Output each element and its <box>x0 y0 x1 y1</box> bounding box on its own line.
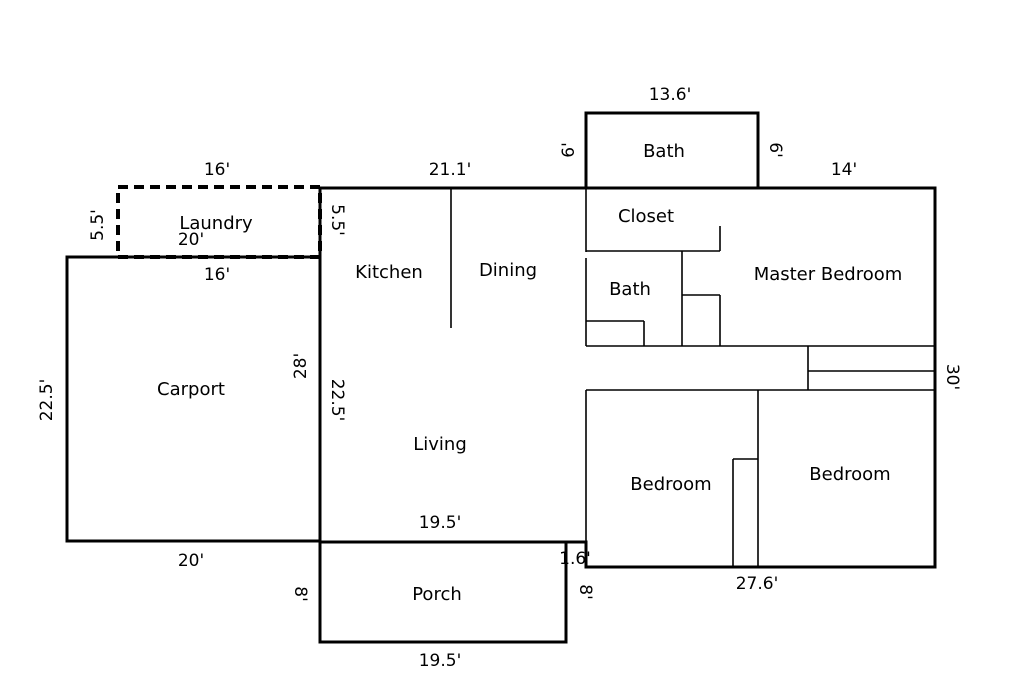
dim-laundry-bottom: 16' <box>204 265 230 285</box>
dim-laundry-top: 16' <box>204 160 230 180</box>
carport-wall <box>65 255 322 543</box>
house-outline-wall <box>318 186 937 569</box>
dim-bath-top-left: 6' <box>559 142 579 158</box>
dim-porch-top: 19.5' <box>419 513 462 533</box>
dim-top-right: 14' <box>831 160 857 180</box>
dim-bath-top-width: 13.6' <box>649 85 692 105</box>
top-bath-label: Bath <box>643 141 685 162</box>
dim-porch-left: 8' <box>290 586 310 602</box>
porch-label: Porch <box>412 584 462 605</box>
dim-right-side: 30' <box>942 364 962 390</box>
master-bedroom-label: Master Bedroom <box>754 264 903 285</box>
dim-laundry-right: 5.5' <box>327 204 347 236</box>
dim-living-left: 22.5' <box>327 379 347 422</box>
inner-bath-label: Bath <box>609 279 651 300</box>
dim-bath-top-right: 6' <box>765 142 785 158</box>
dining-label: Dining <box>479 260 537 281</box>
kitchen-label: Kitchen <box>355 262 423 283</box>
dim-top-middle: 21.1' <box>429 160 472 180</box>
laundry-label: Laundry <box>179 213 253 234</box>
dim-bottom-right: 27.6' <box>736 574 779 594</box>
dim-carport-right: 28' <box>291 353 311 379</box>
dim-porch-step: 1.6' <box>559 549 591 569</box>
dim-laundry-left: 5.5' <box>88 209 108 241</box>
dim-porch-bottom: 19.5' <box>419 651 462 671</box>
dim-carport-left: 22.5' <box>37 379 57 422</box>
carport-label: Carport <box>157 379 225 400</box>
closet-label: Closet <box>618 206 674 227</box>
dim-carport-bottom: 20' <box>178 551 204 571</box>
interior-walls <box>450 188 935 567</box>
porch-wall <box>318 540 568 644</box>
top-bath-wall <box>584 111 760 190</box>
bedroom-left-label: Bedroom <box>630 474 711 495</box>
dim-laundry-inner: 20' <box>178 230 204 250</box>
living-label: Living <box>413 434 467 455</box>
dim-porch-right: 8' <box>575 584 595 600</box>
bedroom-right-label: Bedroom <box>809 464 890 485</box>
